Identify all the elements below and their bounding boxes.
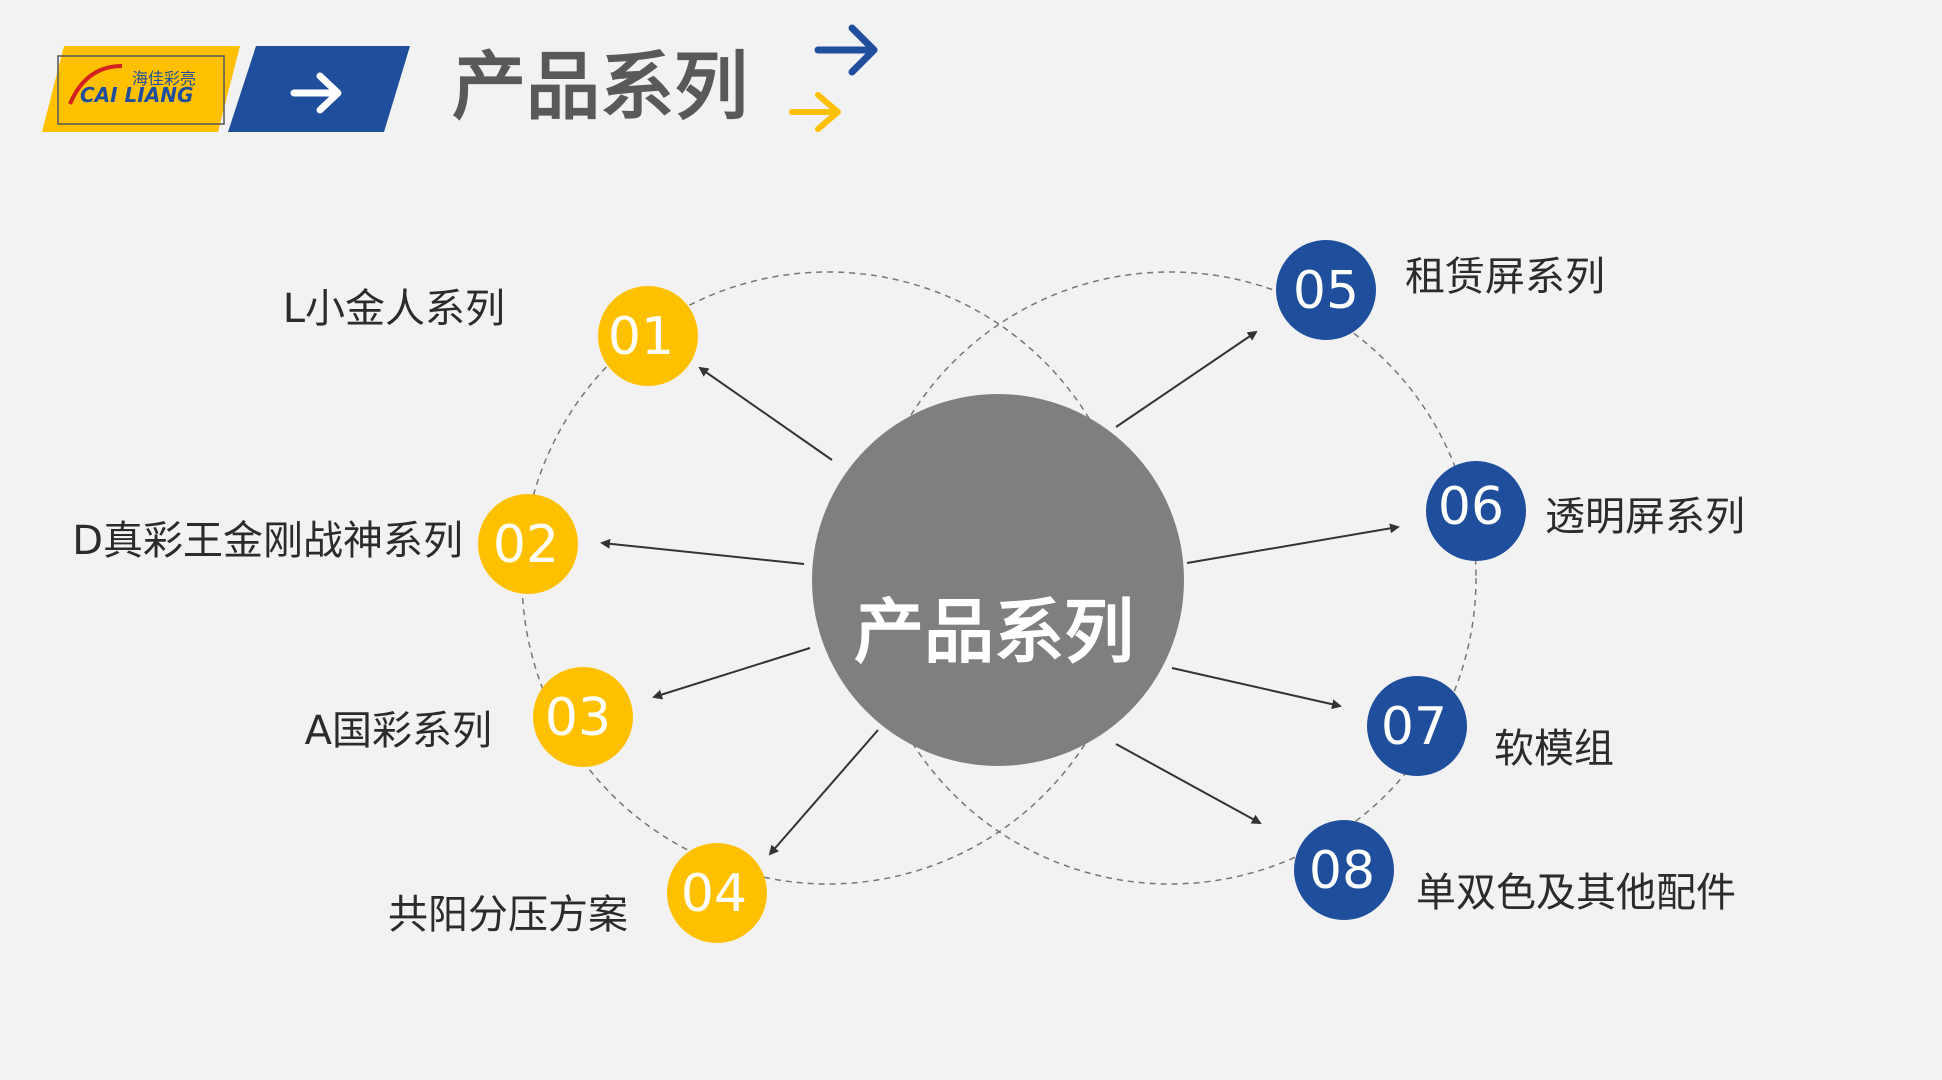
arrow-to-07	[1171, 667, 1342, 710]
item-04-label: 共阳分压方案	[388, 892, 628, 938]
logo-swoosh-icon	[68, 64, 123, 105]
page-title: 产品系列	[452, 44, 748, 130]
item-06-label: 透明屏系列	[1545, 494, 1745, 540]
item-02: 02 D真彩王金刚战神系列	[72, 494, 578, 594]
item-03-badge	[533, 667, 633, 767]
item-01-badge	[598, 286, 698, 386]
item-01-number: 01	[608, 307, 674, 367]
arrow-to-02	[600, 538, 805, 565]
item-08-number: 08	[1309, 841, 1375, 901]
item-05: 05 租赁屏系列	[1276, 240, 1605, 340]
item-04-badge	[667, 843, 767, 943]
item-04: 04 共阳分压方案	[388, 843, 767, 943]
item-04-number: 04	[681, 864, 747, 924]
item-05-label: 租赁屏系列	[1405, 254, 1605, 300]
arrow-to-01	[698, 366, 833, 461]
logo-en-text: CAI LIANG	[80, 83, 193, 107]
item-03-label: A国彩系列	[305, 708, 492, 754]
item-08-badge	[1294, 820, 1394, 920]
item-05-number: 05	[1293, 261, 1359, 321]
item-08: 08 单双色及其他配件	[1294, 820, 1736, 920]
arrow-to-05	[1115, 330, 1258, 428]
item-07-badge	[1367, 676, 1467, 776]
arrow-to-03	[652, 647, 811, 700]
item-07-number: 07	[1381, 697, 1447, 757]
arrow-right-icon	[290, 72, 342, 114]
item-05-badge	[1276, 240, 1376, 340]
logo-cn-text: 海佳彩亮	[132, 69, 196, 88]
center-circle	[812, 394, 1184, 766]
item-03: 03 A国彩系列	[305, 667, 633, 767]
item-06-number: 06	[1438, 477, 1504, 537]
header: 海佳彩亮 CAI LIANG 产品系列	[42, 24, 878, 132]
item-06-badge	[1426, 461, 1526, 561]
item-02-badge	[478, 494, 578, 594]
header-arrow-block	[228, 46, 410, 132]
item-07-label: 软模组	[1494, 726, 1614, 772]
item-08-label: 单双色及其他配件	[1416, 870, 1736, 916]
blue-arrow-icon	[814, 24, 878, 76]
arrow-to-04	[768, 729, 879, 856]
arrow-to-08	[1115, 743, 1262, 824]
item-02-number: 02	[493, 515, 559, 575]
logo: 海佳彩亮 CAI LIANG	[42, 46, 240, 132]
item-06: 06 透明屏系列	[1426, 461, 1745, 561]
center-label: 产品系列	[854, 591, 1134, 673]
item-02-label: D真彩王金刚战神系列	[72, 518, 463, 564]
item-01: 01 L小金人系列	[283, 286, 698, 386]
yellow-arrow-icon	[789, 92, 841, 132]
connectors	[600, 330, 1400, 856]
item-07: 07 软模组	[1367, 676, 1614, 776]
arrow-to-06	[1186, 523, 1400, 564]
item-03-number: 03	[545, 688, 611, 748]
item-01-label: L小金人系列	[283, 286, 505, 332]
